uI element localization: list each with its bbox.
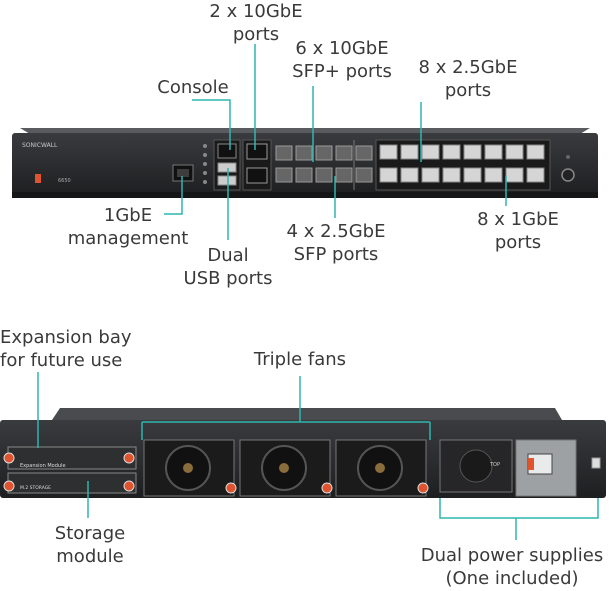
rj45-port [484, 144, 503, 160]
ten-gbe-port-2 [246, 167, 268, 184]
logo-mark [35, 174, 41, 183]
front-chassis [12, 128, 598, 198]
ten-gbe-port-1 [246, 143, 268, 160]
fans [143, 439, 429, 497]
model-badge: 6650 [58, 178, 71, 184]
rj45-port [505, 167, 524, 183]
sfp-cages [275, 145, 373, 183]
label-expansion-bay: Expansion bay for future use [0, 327, 132, 371]
rj45-port [484, 167, 503, 183]
label-console: Console [157, 77, 229, 98]
status-leds [203, 144, 207, 184]
label-1gbe-mgmt: 1GbE management [67, 205, 189, 249]
rj45-port [442, 144, 461, 160]
expansion-module-text: Expansion Module [20, 463, 66, 469]
rj45-port [421, 167, 440, 183]
usb-port-2 [217, 175, 237, 186]
label-8x1gbe: 8 x 1GbE ports [477, 209, 559, 253]
rj45-port [526, 167, 545, 183]
label-2x10gbe: 2 x 10GbE ports [209, 1, 303, 45]
rj45-port [442, 167, 461, 183]
brand-logo: SONICWALL [22, 142, 58, 149]
rj45-port [505, 144, 524, 160]
label-4x25gbe-sfp: 4 x 2.5GbE SFP ports [286, 221, 386, 265]
rj45-port [400, 144, 419, 160]
rj45-port [421, 144, 440, 160]
power-button [561, 168, 575, 182]
rj45-port [379, 167, 398, 183]
rj45-ports [379, 144, 545, 183]
rear-chassis [0, 408, 606, 498]
label-6x10gbe-sfp-plus: 6 x 10GbE SFP+ ports [292, 38, 392, 82]
rj45-port [526, 144, 545, 160]
psu-top-text: TOP [489, 462, 500, 468]
label-triple-fans: Triple fans [253, 349, 347, 370]
usb-port-1 [217, 162, 237, 173]
label-dual-psu: Dual power supplies (One included) [420, 545, 604, 589]
rj45-port [379, 144, 398, 160]
rj45-port [463, 144, 482, 160]
rj45-port [463, 167, 482, 183]
label-8x25gbe: 8 x 2.5GbE ports [418, 57, 518, 101]
storage-module-text: M.2 STORAGE [20, 485, 51, 491]
label-storage-module: Storage module [54, 523, 126, 567]
label-dual-usb: Dual USB ports [183, 245, 273, 289]
console-port [217, 143, 237, 159]
callout-lines [37, 44, 599, 540]
rj45-port [400, 167, 419, 183]
